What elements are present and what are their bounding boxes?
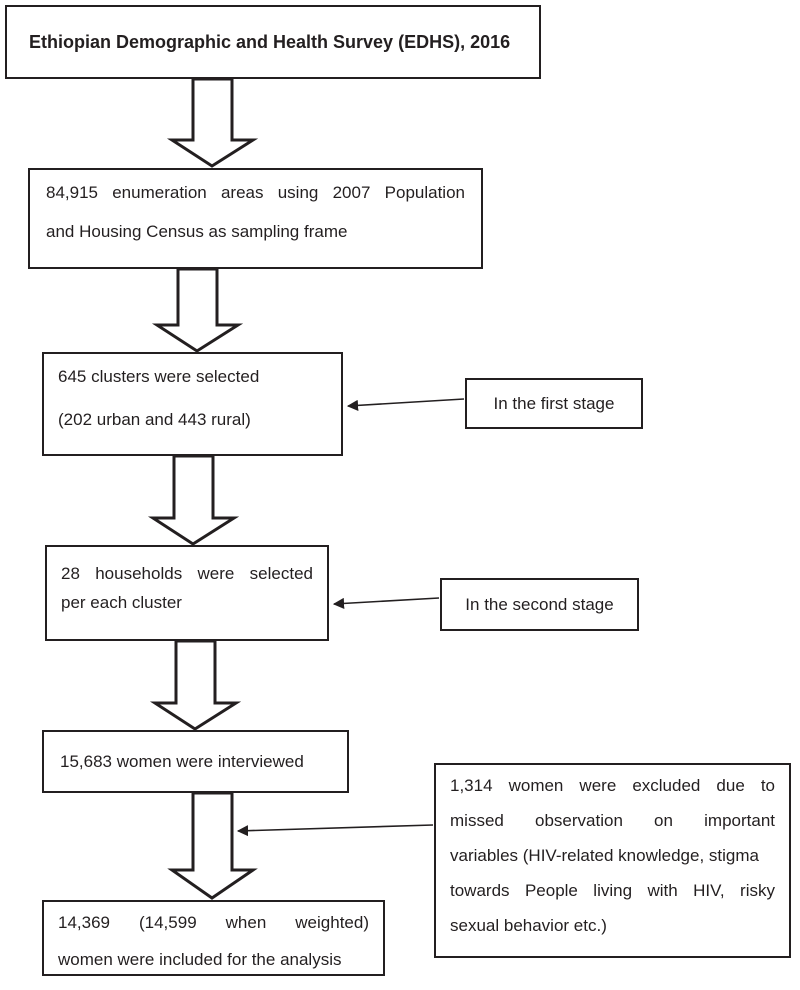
- node-women-included: 14,369 (14,599 when weighted) women were…: [42, 900, 385, 976]
- connector-second-stage: [332, 597, 440, 610]
- node-households: 28 households were selected per each clu…: [45, 545, 329, 641]
- node-households-line-1: per each cluster: [61, 593, 182, 612]
- block-arrow-3: [147, 454, 240, 546]
- node-enumeration-areas: 84,915 enumeration areas using 2007 Popu…: [28, 168, 483, 269]
- node-households-line-0: 28 households were selected: [61, 564, 313, 583]
- node-clusters-line-1: (202 urban and 443 rural): [58, 410, 251, 429]
- annotation-first-stage-line-0: In the first stage: [493, 394, 615, 413]
- block-arrow-2: [151, 267, 244, 353]
- node-women-included-line-1: women were included for the analysis: [58, 950, 342, 969]
- annotation-excluded-line-0: 1,314 women were excluded due to: [450, 776, 775, 795]
- annotation-excluded-line-1: missed observation on important: [450, 811, 775, 830]
- block-arrow-1: [166, 77, 259, 168]
- connector-excluded: [236, 824, 434, 837]
- block-arrow-5: [167, 791, 258, 900]
- node-enumeration-areas-line-1: and Housing Census as sampling frame: [46, 222, 348, 241]
- node-women-included-line-0: 14,369 (14,599 when weighted): [58, 913, 369, 932]
- annotation-second-stage: In the second stage: [440, 578, 639, 631]
- annotation-excluded-line-3: towards People living with HIV, risky: [450, 881, 775, 900]
- annotation-excluded-line-4: sexual behavior etc.): [450, 916, 607, 935]
- annotation-first-stage: In the first stage: [465, 378, 643, 429]
- node-enumeration-areas-line-0: 84,915 enumeration areas using 2007 Popu…: [46, 183, 465, 202]
- node-title: Ethiopian Demographic and Health Survey …: [5, 5, 541, 79]
- block-arrow-4: [149, 639, 242, 731]
- connector-first-stage: [346, 398, 465, 411]
- node-clusters: 645 clusters were selected (202 urban an…: [42, 352, 343, 456]
- annotation-second-stage-line-0: In the second stage: [465, 595, 614, 614]
- annotation-excluded: 1,314 women were excluded due to missed …: [434, 763, 791, 958]
- node-women-interviewed: 15,683 women were interviewed: [42, 730, 349, 793]
- node-clusters-line-0: 645 clusters were selected: [58, 367, 260, 386]
- node-title-line-0: Ethiopian Demographic and Health Survey …: [29, 32, 511, 52]
- annotation-excluded-line-2: variables (HIV-related knowledge, stigma: [450, 846, 759, 865]
- node-women-interviewed-line-0: 15,683 women were interviewed: [60, 752, 304, 771]
